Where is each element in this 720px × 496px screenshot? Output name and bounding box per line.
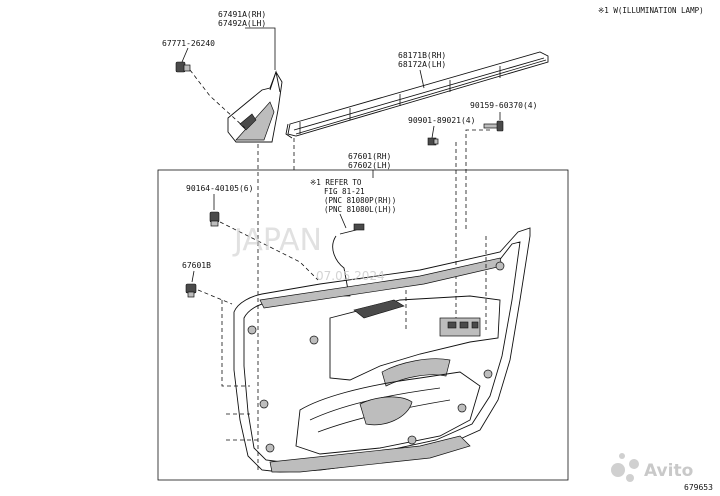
screw-b-leader [431, 125, 435, 139]
dashline-left-a [221, 300, 250, 387]
screw-b-illustration [427, 137, 439, 146]
avito-wordmark: Avito [644, 461, 693, 481]
weatherstrip-rh-label: 68171B(RH) [398, 51, 446, 60]
corner-piece-rh-label: 67491A(RH) [218, 10, 266, 19]
legend-note: ※1 W(ILLUMINATION LAMP) [598, 6, 704, 15]
corner-piece-leader [245, 27, 276, 70]
screw-a-illustration [483, 120, 504, 132]
corner-piece-lh-label: 67492A(LH) [218, 19, 266, 28]
weatherstrip-leader [419, 69, 425, 89]
dashline-screw-a [465, 129, 490, 230]
refer-leader [339, 213, 347, 229]
door-panel-illustration [233, 227, 531, 473]
panel-clip-dashline [219, 221, 319, 281]
clip-b-illustration [185, 283, 197, 298]
corner-piece-illustration [227, 70, 283, 143]
refer-line-1: ※1 REFER TO [310, 178, 362, 187]
refer-line-2: FIG 81-21 [324, 187, 365, 196]
clip-b-leader [191, 270, 195, 283]
panel-clip-label: 90164-40105(6) [186, 184, 253, 193]
avito-logo: Avito [611, 453, 693, 482]
panel-frame [157, 169, 569, 481]
corner-clip-illustration [175, 61, 191, 73]
screw-a-label: 90159-60370(4) [470, 101, 537, 110]
refer-line-3: (PNC 81080P(RH)) [324, 196, 396, 205]
corner-clip-leader [181, 47, 189, 63]
panel-clip-illustration [209, 211, 220, 227]
screw-b-label: 90901-89021(4) [408, 116, 475, 125]
corner-clip-label: 67771-26240 [162, 39, 215, 48]
clip-b-dashline [197, 289, 233, 305]
weatherstrip-lh-label: 68172A(LH) [398, 60, 446, 69]
panel-lh-label: 67602(LH) [348, 161, 391, 170]
watermark-date: 07.05.2024 [316, 269, 385, 283]
corner-clip-dashline [189, 69, 246, 129]
panel-rh-label: 67601(RH) [348, 152, 391, 161]
clip-b-label: 67601B [182, 261, 211, 270]
diagram-number: 679653 [684, 483, 713, 492]
weatherstrip-illustration [285, 51, 549, 139]
refer-line-4: (PNC 81080L(LH)) [324, 205, 396, 214]
watermark-brand: JAPAN [232, 223, 322, 258]
